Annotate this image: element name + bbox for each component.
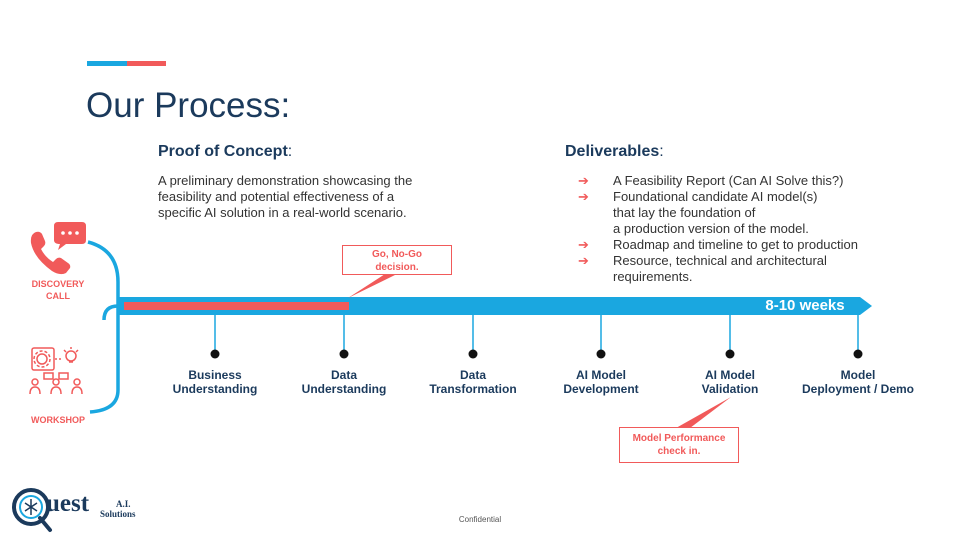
poc-heading-text: Proof of Concept xyxy=(158,143,288,160)
poc-heading-colon: : xyxy=(287,143,293,160)
deliverable-text: A Feasibility Report (Can AI Solve this?… xyxy=(613,173,844,188)
logo-wordmark: Quest xyxy=(46,490,89,518)
slide-title: Our Process: xyxy=(86,86,291,125)
deliverable-text: Roadmap and timeline to get to productio… xyxy=(613,237,858,252)
timeline-ticks xyxy=(210,315,863,359)
poc-description: A preliminary demonstration showcasing t… xyxy=(158,173,413,220)
deliverables-list: ➔ A Feasibility Report (Can AI Solve this… xyxy=(578,173,908,285)
stage-business-understanding: Business Understanding xyxy=(172,368,258,396)
accent-bar-blue xyxy=(87,61,127,66)
phone-chat-icon xyxy=(30,222,86,275)
stage-data-transformation: Data Transformation xyxy=(429,368,517,396)
timeline-dot xyxy=(210,349,220,359)
stage-ai-model-development: AI Model Development xyxy=(563,368,639,396)
model-performance-pointer xyxy=(676,397,731,428)
deliverables-heading-text: Deliverables xyxy=(565,143,660,160)
confidential-footer: Confidential xyxy=(458,515,502,524)
arrow-right-icon: ➔ xyxy=(578,189,589,204)
timeline-duration-label: 8-10 weeks xyxy=(765,297,845,314)
deliverables-heading-colon: : xyxy=(659,143,664,160)
go-no-go-pointer xyxy=(348,274,397,298)
stage-ai-model-validation: AI Model Validation xyxy=(701,368,759,396)
deliverable-item: ➔ Foundational candidate AI model(s) that… xyxy=(578,189,908,237)
bracket-top xyxy=(87,240,120,306)
arrow-right-icon: ➔ xyxy=(578,237,589,252)
deliverables-heading: Deliverables: xyxy=(565,143,664,161)
deliverable-text: Foundational candidate AI model(s) that … xyxy=(613,189,818,236)
model-performance-callout: Model Performance check in. xyxy=(619,427,739,463)
discovery-call-label: DISCOVERY CALL xyxy=(31,279,85,301)
deliverable-text: Resource, technical and architectural re… xyxy=(613,253,827,284)
accent-bar-red xyxy=(127,61,166,66)
deliverable-item: ➔ A Feasibility Report (Can AI Solve this… xyxy=(578,173,908,189)
deliverable-item: ➔ Roadmap and timeline to get to producti… xyxy=(578,237,908,253)
timeline-dot xyxy=(339,349,349,359)
logo-sub-line2: Solutions xyxy=(100,509,136,519)
bracket-join xyxy=(102,304,119,321)
logo-sub-line1: A.I. xyxy=(116,499,131,509)
quest-logo-emblem xyxy=(12,488,52,532)
poc-heading: Proof of Concept: xyxy=(158,143,292,161)
team-ideas-icon xyxy=(29,347,83,395)
timeline-progress-fill xyxy=(124,302,349,310)
stage-model-deployment: Model Deployment / Demo xyxy=(801,368,915,396)
timeline-dot xyxy=(596,349,606,359)
go-no-go-callout: Go, No-Go decision. xyxy=(342,245,452,275)
logo-subtitle: A.I. Solutions xyxy=(100,499,136,519)
bracket-bottom xyxy=(89,306,120,414)
timeline-dot xyxy=(468,349,478,359)
timeline-arrow xyxy=(118,297,872,315)
arrow-right-icon: ➔ xyxy=(578,253,589,268)
workshop-label: WORKSHOP xyxy=(31,415,85,425)
stage-data-understanding: Data Understanding xyxy=(301,368,387,396)
logo-word: uest xyxy=(46,490,90,517)
timeline-dot xyxy=(853,349,863,359)
timeline-dot xyxy=(725,349,735,359)
deliverable-item: ➔ Resource, technical and architectural r… xyxy=(578,253,908,285)
arrow-right-icon: ➔ xyxy=(578,173,589,188)
